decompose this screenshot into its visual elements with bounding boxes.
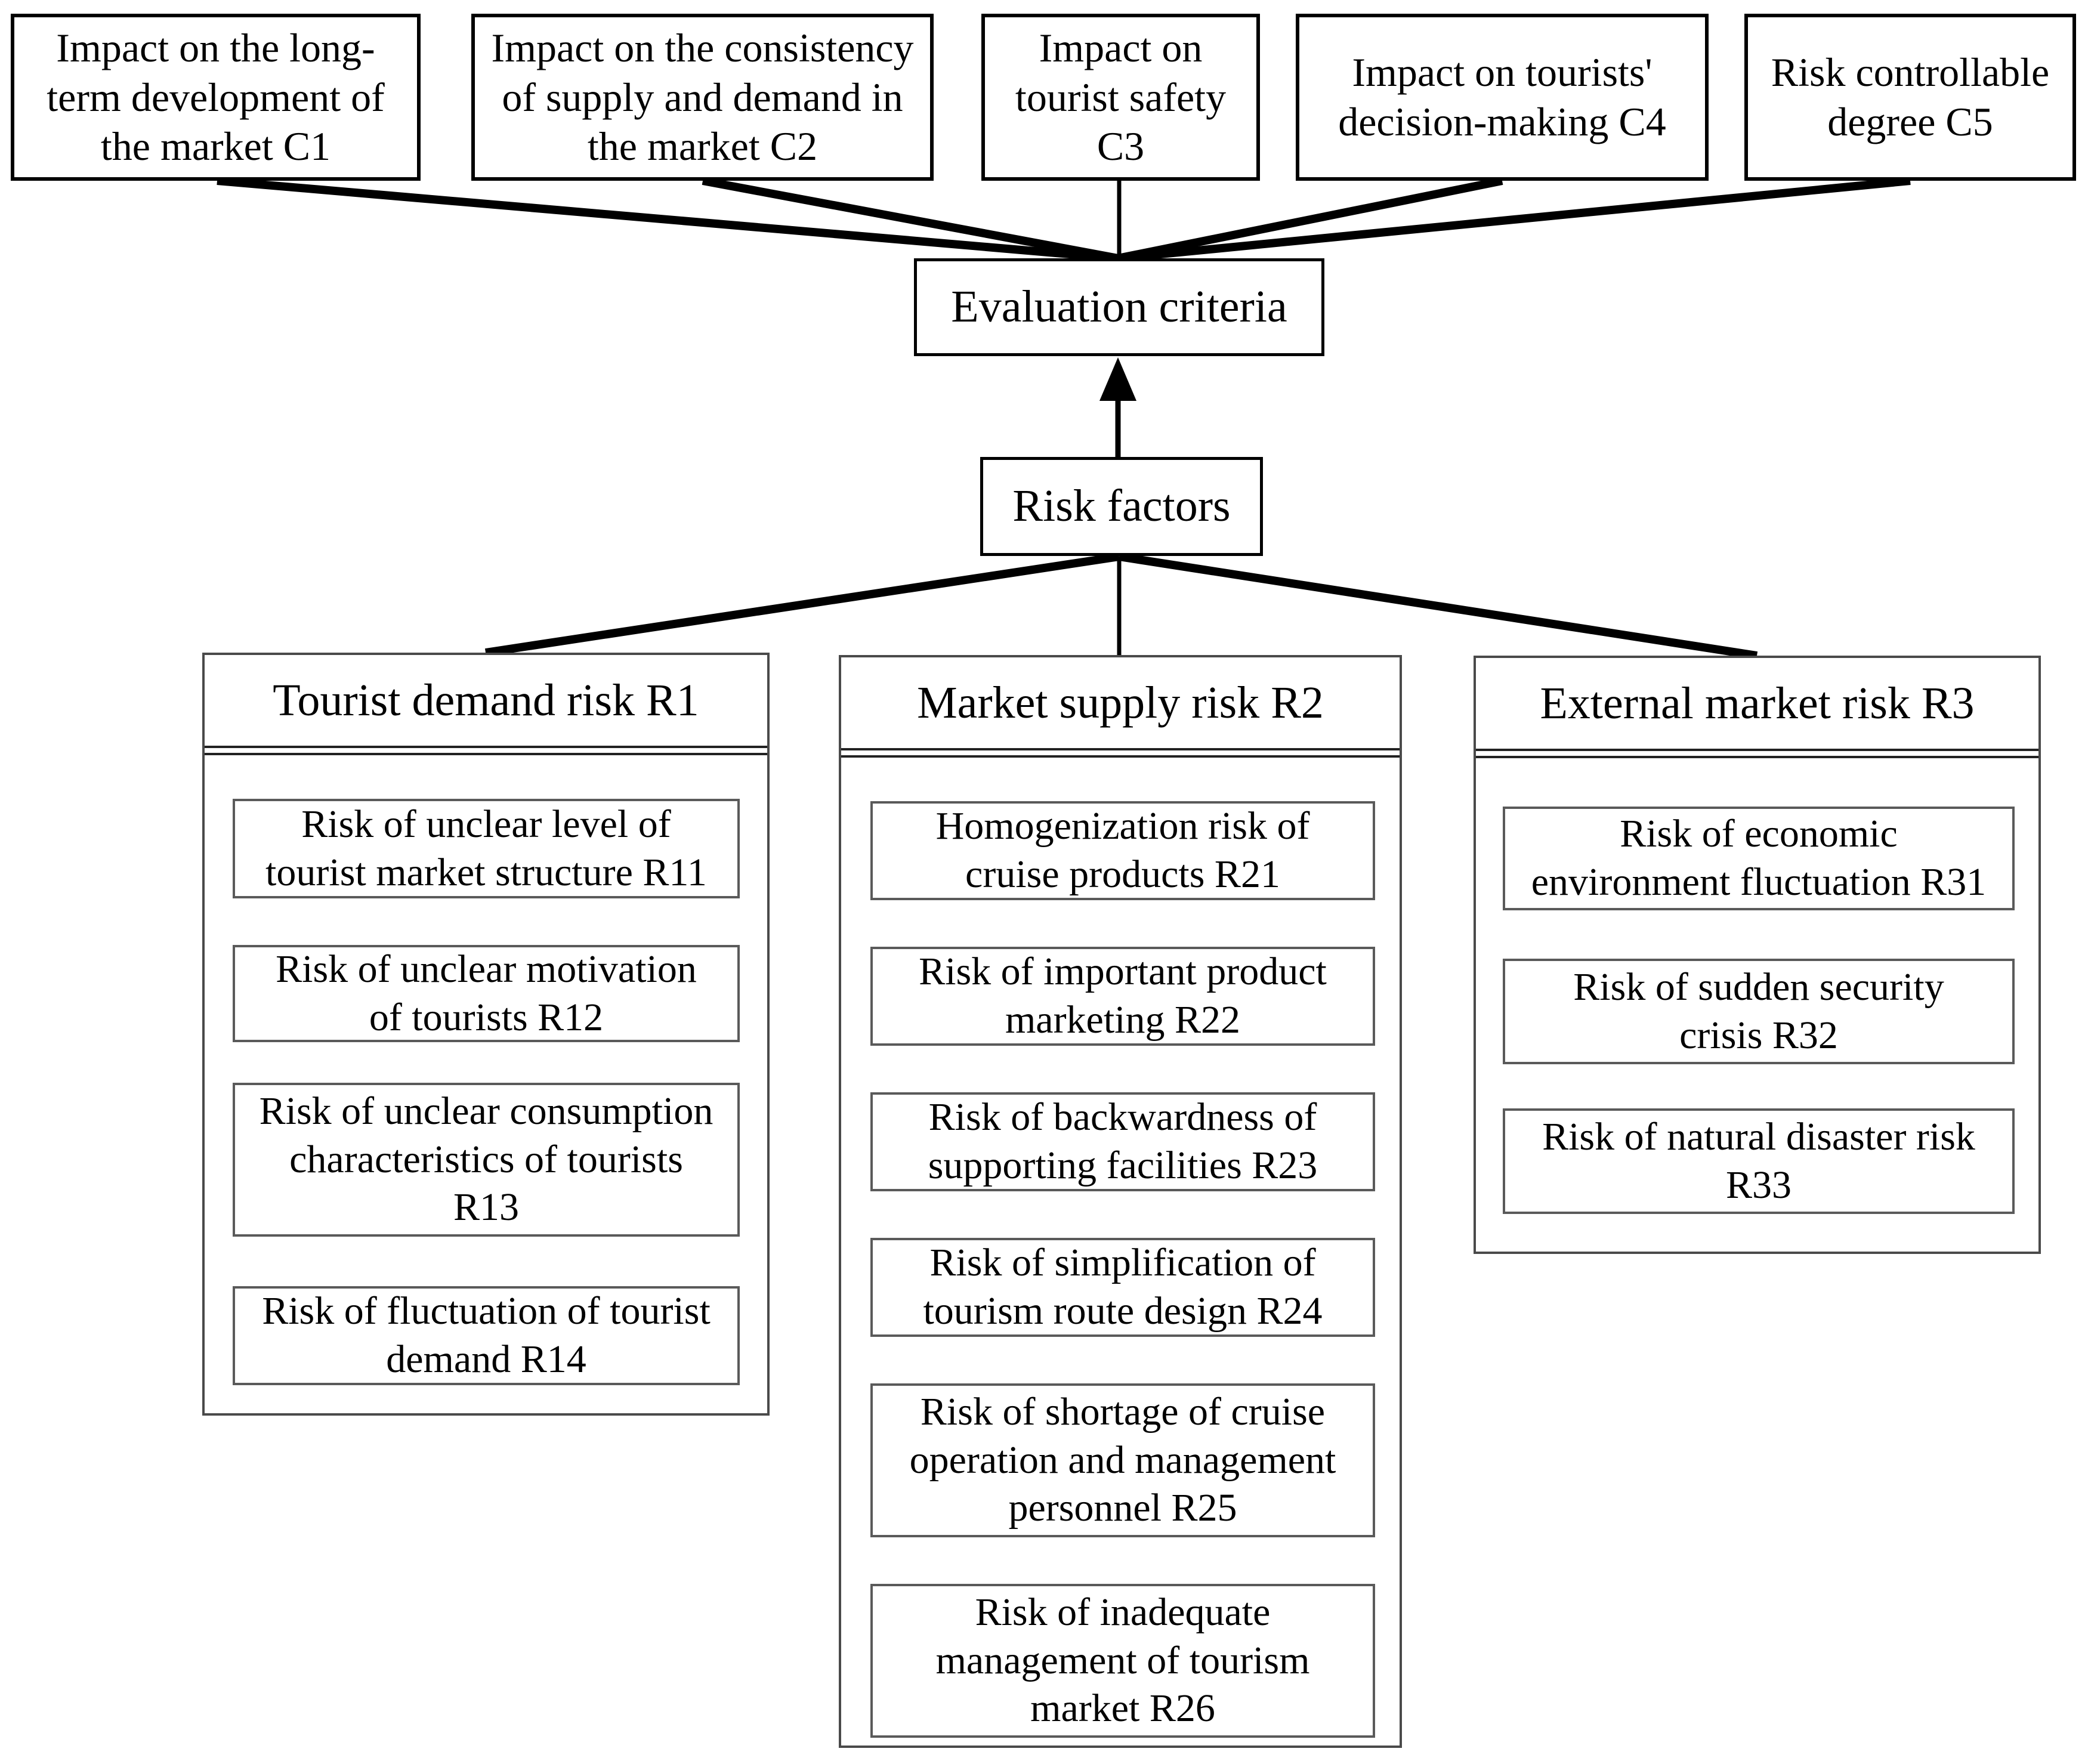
evaluation-criteria-box: Evaluation criteria	[914, 258, 1324, 356]
item-r21: Homogenization risk of cruise products R…	[870, 801, 1375, 900]
group-r1: Tourist demand risk R1 Risk of unclear l…	[202, 653, 770, 1416]
criteria-box-c5: Risk controllable degree C5	[1744, 14, 2076, 181]
criteria-box-c4: Impact on tourists' decision-making C4	[1296, 14, 1709, 181]
connector-riskfactors-r1	[484, 552, 1120, 657]
group-r2-header: Market supply risk R2	[841, 657, 1400, 750]
item-r13: Risk of unclear consumption characterist…	[233, 1083, 740, 1237]
group-r3-separator	[1476, 756, 2038, 758]
group-r1-header: Tourist demand risk R1	[205, 655, 767, 748]
criteria-box-c1: Impact on the long- term development of …	[11, 14, 421, 181]
item-r12-label: Risk of unclear motivation of tourists R…	[276, 947, 697, 1039]
item-r21-label: Homogenization risk of cruise products R…	[935, 804, 1310, 896]
item-r22-label: Risk of important product marketing R22	[919, 950, 1327, 1042]
item-r25: Risk of shortage of cruise operation and…	[870, 1383, 1375, 1537]
item-r23: Risk of backwardness of supporting facil…	[870, 1092, 1375, 1191]
item-r11-label: Risk of unclear level of tourist market …	[265, 802, 707, 894]
item-r11: Risk of unclear level of tourist market …	[233, 799, 740, 898]
item-r22: Risk of important product marketing R22	[870, 947, 1375, 1046]
item-r33: Risk of natural disaster risk R33	[1503, 1108, 2015, 1214]
risk-factors-box: Risk factors	[980, 457, 1263, 556]
criteria-box-c5-label: Risk controllable degree C5	[1771, 50, 2050, 144]
item-r25-label: Risk of shortage of cruise operation and…	[909, 1390, 1336, 1530]
item-r12: Risk of unclear motivation of tourists R…	[233, 945, 740, 1042]
item-r33-label: Risk of natural disaster risk R33	[1542, 1114, 1975, 1207]
group-r2: Market supply risk R2 Homogenization ris…	[839, 655, 1402, 1748]
item-r31: Risk of economic environment fluctuation…	[1503, 807, 2015, 910]
group-r3: External market risk R3 Risk of economic…	[1474, 656, 2041, 1254]
connector-c5-evaluation	[1117, 177, 1911, 262]
group-r1-separator	[205, 753, 767, 755]
item-r14-label: Risk of fluctuation of tourist demand R1…	[262, 1289, 711, 1381]
evaluation-criteria-label: Evaluation criteria	[951, 282, 1287, 332]
item-r14: Risk of fluctuation of tourist demand R1…	[233, 1286, 740, 1385]
connector-c2-evaluation	[702, 177, 1119, 262]
item-r32: Risk of sudden security crisis R32	[1503, 959, 2015, 1064]
item-r32-label: Risk of sudden security crisis R32	[1573, 965, 1944, 1057]
connector-riskfactors-r3	[1118, 552, 1758, 660]
group-r3-title: External market risk R3	[1540, 678, 1975, 728]
item-r23-label: Risk of backwardness of supporting facil…	[928, 1095, 1318, 1187]
arrowhead-up-icon	[1099, 357, 1136, 401]
group-r3-header: External market risk R3	[1476, 658, 2038, 751]
item-r24-label: Risk of simplification of tourism route …	[923, 1241, 1323, 1333]
connector-c4-evaluation	[1117, 177, 1503, 262]
criteria-box-c2-label: Impact on the consistency of supply and …	[491, 24, 914, 169]
group-r2-title: Market supply risk R2	[917, 677, 1324, 728]
criteria-box-c2: Impact on the consistency of supply and …	[471, 14, 934, 181]
item-r13-label: Risk of unclear consumption characterist…	[259, 1089, 713, 1229]
criteria-box-c3-label: Impact on tourist safety C3	[1015, 24, 1227, 169]
criteria-box-c4-label: Impact on tourists' decision-making C4	[1338, 50, 1666, 144]
group-r1-title: Tourist demand risk R1	[273, 675, 699, 725]
connector-c1-evaluation	[217, 177, 1119, 262]
risk-factors-label: Risk factors	[1012, 481, 1231, 532]
item-r31-label: Risk of economic environment fluctuation…	[1531, 812, 1987, 904]
item-r26: Risk of inadequate management of tourism…	[870, 1584, 1375, 1738]
criteria-box-c3: Impact on tourist safety C3	[981, 14, 1260, 181]
item-r24: Risk of simplification of tourism route …	[870, 1238, 1375, 1337]
item-r26-label: Risk of inadequate management of tourism…	[935, 1590, 1310, 1731]
group-r2-separator	[841, 755, 1400, 758]
criteria-box-c1-label: Impact on the long- term development of …	[47, 24, 385, 169]
